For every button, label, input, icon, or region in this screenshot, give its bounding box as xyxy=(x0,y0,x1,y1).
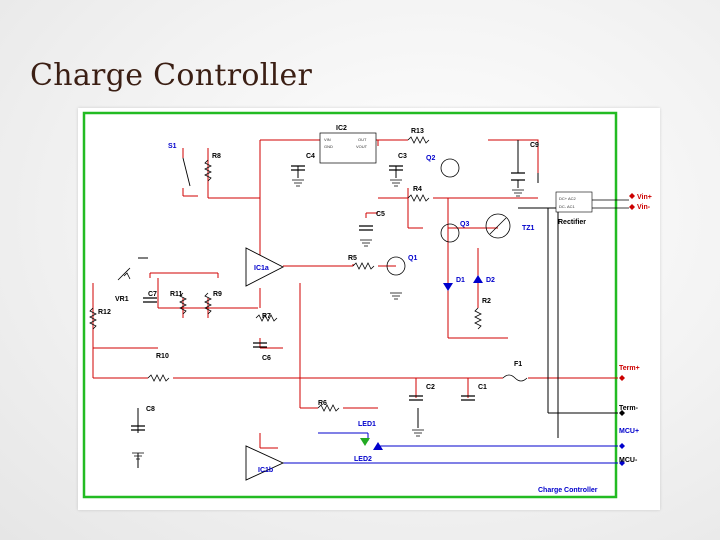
label-c5: C5 xyxy=(376,211,385,218)
led1-symbol xyxy=(360,438,370,446)
frame-label: Charge Controller xyxy=(538,487,598,494)
vr1-potentiometer-symbol xyxy=(117,267,131,281)
resistor-symbols xyxy=(89,136,482,412)
label-c8: C8 xyxy=(146,406,155,413)
label-c1: C1 xyxy=(478,384,487,391)
rectifier-box xyxy=(555,191,593,213)
label-r4: R4 xyxy=(413,186,422,193)
ic1b-opamp-symbol xyxy=(245,445,285,481)
svg-text:DC+ AC2: DC+ AC2 xyxy=(559,196,577,201)
label-r10: R10 xyxy=(156,353,169,360)
terminal-vin-plus: Vin+ xyxy=(637,194,652,201)
schematic-panel: VIN OUT GND VOUT xyxy=(78,108,660,510)
label-f1: F1 xyxy=(514,361,522,368)
terminal-mcu-plus: MCU+ xyxy=(619,428,639,435)
blue-wires xyxy=(283,432,618,464)
svg-text:OUT: OUT xyxy=(358,137,367,142)
label-r5: R5 xyxy=(348,255,357,262)
d2-diode-symbol xyxy=(473,275,483,283)
schematic-frame xyxy=(82,111,618,499)
slide-title: Charge Controller xyxy=(30,58,313,93)
label-tz1: TZ1 xyxy=(522,225,535,232)
label-q3: Q3 xyxy=(460,221,469,228)
svg-text:DC- AC1: DC- AC1 xyxy=(559,204,576,209)
ic2-chip-symbol xyxy=(319,132,377,164)
label-led2: LED2 xyxy=(354,456,372,463)
ic1a-opamp-symbol xyxy=(245,247,284,287)
label-c4: C4 xyxy=(306,153,315,160)
label-r9: R9 xyxy=(213,291,222,298)
black-wires xyxy=(137,140,618,468)
terminal-term-minus: Term- xyxy=(619,405,639,412)
label-q1: Q1 xyxy=(408,255,417,262)
label-d1: D1 xyxy=(456,277,465,284)
q1-transistor-symbol xyxy=(386,256,406,276)
led2-symbol xyxy=(373,442,383,450)
label-c6: C6 xyxy=(262,355,271,362)
schematic-diagram: VIN OUT GND VOUT xyxy=(82,111,652,499)
d1-diode-symbol xyxy=(443,283,453,291)
label-q2: Q2 xyxy=(426,155,435,162)
label-r13: R13 xyxy=(411,128,424,135)
capacitor-symbols xyxy=(131,165,525,431)
label-c9: C9 xyxy=(530,142,539,149)
terminal-markers xyxy=(619,193,635,466)
svg-text:VIN: VIN xyxy=(324,137,331,142)
label-r2: R2 xyxy=(482,298,491,305)
terminal-mcu-minus: MCU- xyxy=(619,457,638,464)
label-s1: S1 xyxy=(168,143,177,150)
q3-transistor-symbol xyxy=(440,223,460,243)
tz1-symbol xyxy=(485,213,511,239)
label-ic1b: IC1b xyxy=(258,467,273,474)
s1-switch-symbol xyxy=(182,157,191,187)
label-r11: R11 xyxy=(170,291,183,298)
label-ic2: IC2 xyxy=(336,125,347,132)
label-rectifier: Rectifier xyxy=(558,219,586,226)
label-r6: R6 xyxy=(318,400,327,407)
label-c3: C3 xyxy=(398,153,407,160)
label-r8: R8 xyxy=(212,153,221,160)
label-r12: R12 xyxy=(98,309,111,316)
label-c2: C2 xyxy=(426,384,435,391)
label-ic1a: IC1a xyxy=(254,265,269,272)
ground-symbols xyxy=(132,179,524,460)
svg-text:GND: GND xyxy=(324,144,333,149)
label-r7: R7 xyxy=(262,313,271,320)
label-d2: D2 xyxy=(486,277,495,284)
q2-transistor-symbol xyxy=(440,158,460,178)
terminal-vin-minus: Vin- xyxy=(637,204,651,211)
red-wires xyxy=(92,139,618,449)
label-c7: C7 xyxy=(148,291,157,298)
label-led1: LED1 xyxy=(358,421,376,428)
svg-text:VOUT: VOUT xyxy=(356,144,368,149)
terminal-term-plus: Term+ xyxy=(619,365,640,372)
label-vr1: VR1 xyxy=(115,296,129,303)
f1-fuse-symbol xyxy=(502,374,528,382)
